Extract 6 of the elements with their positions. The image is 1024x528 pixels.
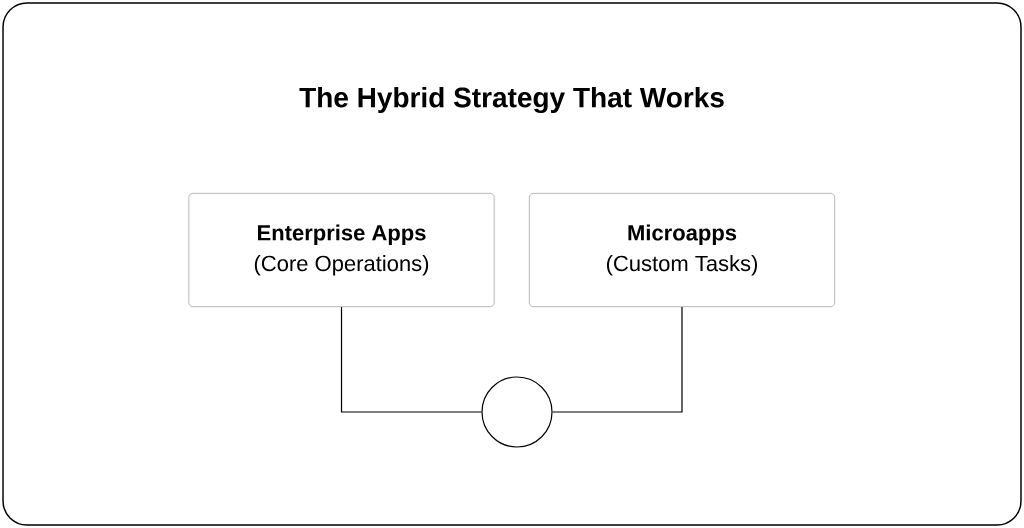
title: The Hybrid Strategy That Works — [299, 86, 724, 114]
connector-line — [552, 306, 683, 413]
connector-line — [340, 306, 482, 413]
text-box: Enterprise Apps (Core Operations) — [188, 192, 495, 308]
circle-node — [481, 376, 553, 448]
text-box: Microapps (Custom Tasks) — [528, 192, 836, 308]
